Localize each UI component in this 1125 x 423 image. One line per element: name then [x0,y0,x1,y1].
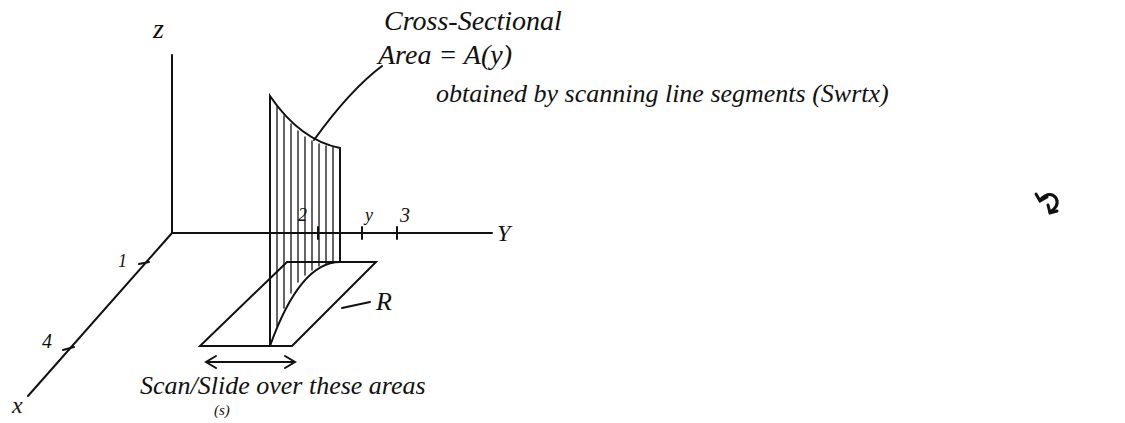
z-axis [171,55,173,233]
axis-label: x [12,392,23,418]
hatching [277,107,333,326]
arrow-head [285,356,295,368]
double-arrow [208,361,293,363]
cross-section [270,96,340,346]
region-label: R [376,288,392,317]
y-axis [172,232,492,234]
arrow-head [1048,205,1057,213]
tick [63,347,74,350]
tick [139,262,149,264]
axis-label: z [153,14,164,45]
tick-label: 4 [42,330,52,352]
tick-label: 2 [298,206,307,226]
leader-line [342,302,370,308]
note: obtained by scanning line segments (Swrt… [436,80,889,109]
tick-label: 3 [400,204,410,226]
area-label: Cross-Sectional [384,6,562,37]
tick-label: 1 [118,252,127,272]
axis-label: Y [497,220,510,246]
arrow-head [1036,194,1047,201]
caption-note: Scan/Slide over these areas [140,372,426,401]
tick [361,227,363,239]
tick [396,227,398,239]
curved-arrow-symbol [1040,194,1057,212]
tick-label: y [365,206,373,226]
area-label: Area = A(y) [378,40,512,71]
leader-line [314,66,382,140]
arrow-head [206,356,216,368]
note: (s) [214,402,230,419]
